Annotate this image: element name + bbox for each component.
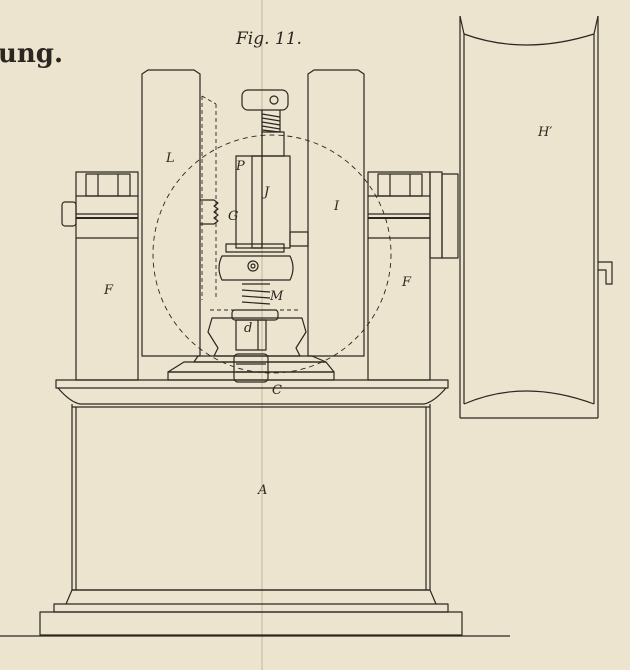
- label-c: C: [272, 383, 282, 398]
- bracket-f-left: [61, 171, 139, 381]
- pedestal: [167, 317, 335, 383]
- label-a: A: [257, 483, 267, 498]
- label-l: L: [165, 151, 175, 166]
- part-labels: A C d F F G H′ I J L M P: [103, 125, 552, 498]
- bracket-f-right: [367, 171, 459, 381]
- label-j: J: [261, 185, 270, 200]
- label-m: M: [269, 289, 284, 304]
- top-screw: [235, 89, 309, 249]
- base-a: [39, 406, 463, 636]
- table-c: [55, 379, 449, 407]
- label-p: P: [235, 159, 245, 174]
- label-g: G: [228, 209, 238, 224]
- roll-outline-dashed: [152, 134, 392, 374]
- label-h: H′: [537, 125, 552, 140]
- label-f-right: F: [401, 275, 412, 290]
- machine-drawing: [0, 15, 613, 637]
- page-header-fragment: ung.: [0, 39, 63, 69]
- lower-screw-m: [218, 243, 294, 351]
- pulley-h: [459, 15, 613, 419]
- teeth-g: [200, 199, 219, 225]
- label-d: d: [244, 321, 252, 336]
- column-l: [141, 69, 201, 357]
- label-f-left: F: [103, 283, 114, 298]
- guide-dashed: [201, 95, 300, 311]
- figure-title: Fig. 11.: [235, 29, 302, 49]
- label-i: I: [333, 199, 340, 214]
